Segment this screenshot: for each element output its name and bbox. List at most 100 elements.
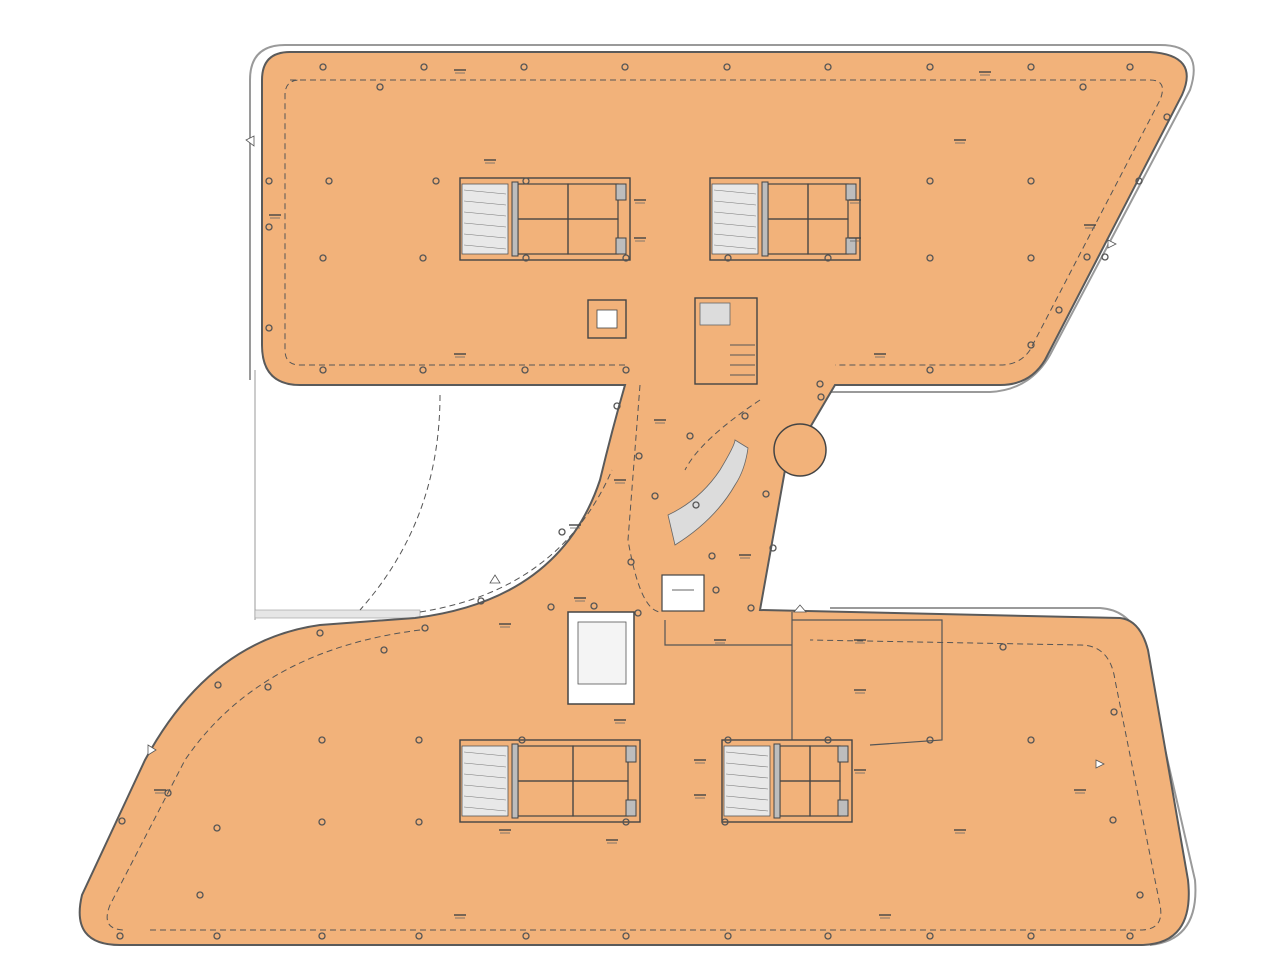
structural-column-icon	[622, 366, 630, 374]
core-block	[459, 739, 641, 823]
structural-column-icon	[419, 254, 427, 262]
elevator-lobby	[661, 574, 705, 612]
structural-column-icon	[816, 380, 824, 388]
structural-column-icon	[708, 552, 716, 560]
stair-tread	[463, 233, 507, 239]
structural-column-icon	[622, 932, 630, 940]
core-stair	[461, 183, 509, 255]
structural-column-icon	[926, 63, 934, 71]
structural-column-icon	[415, 932, 423, 940]
drawing-note	[849, 237, 861, 242]
drawing-note	[499, 623, 511, 628]
structural-column-icon	[1101, 253, 1109, 261]
structural-column-icon	[747, 604, 755, 612]
structural-column-icon	[265, 177, 273, 185]
structural-column-icon	[999, 643, 1007, 651]
building-cores	[459, 177, 861, 823]
core-block	[721, 739, 853, 823]
drawing-note	[854, 639, 866, 644]
structural-column-icon	[1126, 63, 1134, 71]
core-wall	[615, 237, 627, 255]
drawing-note	[614, 719, 626, 724]
structural-column-icon	[376, 83, 384, 91]
drawing-note	[874, 353, 886, 358]
drawing-note	[269, 214, 281, 219]
drawing-note	[954, 139, 966, 144]
structural-column-icon	[380, 646, 388, 654]
structural-column-icon	[522, 177, 530, 185]
structural-column-icon	[522, 932, 530, 940]
core-stair	[461, 745, 509, 817]
structural-column-icon	[926, 177, 934, 185]
structural-column-icon	[926, 736, 934, 744]
structural-column-icon	[1163, 113, 1171, 121]
structural-column-icon	[824, 932, 832, 940]
structural-column-icon	[1027, 63, 1035, 71]
structural-column-icon	[325, 177, 333, 185]
structural-column-icon	[1109, 816, 1117, 824]
core-wall	[845, 183, 857, 201]
structural-column-icon	[265, 223, 273, 231]
stair-tread	[713, 222, 757, 228]
structural-column-icon	[1079, 83, 1087, 91]
structural-column-icon	[686, 432, 694, 440]
outer-wall-lower	[830, 607, 1197, 946]
partition-lines	[664, 612, 943, 746]
structural-column-icon	[420, 63, 428, 71]
structural-column-icon	[1110, 708, 1118, 716]
structural-column-icon	[1083, 253, 1091, 261]
drawing-note	[714, 639, 726, 644]
structural-column-icon	[590, 602, 598, 610]
dashed-perimeter-lower	[106, 629, 1162, 931]
structural-column-icon	[724, 932, 732, 940]
stair-tread	[463, 200, 507, 206]
stair-tread	[725, 773, 769, 779]
shaft-upper-left-inner	[596, 309, 618, 329]
stair-tread	[463, 806, 507, 812]
structural-column-icon	[724, 254, 732, 262]
stair-tread	[463, 222, 507, 228]
structural-column-icon	[520, 63, 528, 71]
structural-column-icon	[196, 891, 204, 899]
stair-tread	[725, 751, 769, 757]
drawing-note	[154, 789, 166, 794]
core-block	[459, 177, 631, 261]
stair-tread	[463, 795, 507, 801]
drawing-note	[454, 69, 466, 74]
structural-column-icon	[415, 736, 423, 744]
structural-column-icon	[723, 63, 731, 71]
drawing-note	[454, 914, 466, 919]
structural-column-icon	[824, 63, 832, 71]
structural-column-icon	[926, 366, 934, 374]
structural-column-icon	[762, 490, 770, 498]
structural-column-icon	[318, 818, 326, 826]
core-block	[709, 177, 861, 261]
drawing-note	[979, 71, 991, 76]
dashed-perimeter-upper	[284, 79, 1163, 366]
structural-column-icon	[1027, 932, 1035, 940]
stair-tread	[713, 211, 757, 217]
structural-column-icon	[622, 818, 630, 826]
core-wall	[761, 181, 769, 257]
drawing-note	[654, 419, 666, 424]
structural-column-icon	[477, 597, 485, 605]
dashed-curve-left	[419, 469, 613, 613]
drawing-note	[739, 554, 751, 559]
drawing-note	[954, 829, 966, 834]
drawing-note	[879, 914, 891, 919]
stair-core-lower-inner	[577, 621, 627, 685]
structural-column-icon	[547, 603, 555, 611]
drawing-note	[1084, 224, 1096, 229]
structural-column-icon	[1135, 177, 1143, 185]
structural-column-icon	[318, 932, 326, 940]
structural-column-icon	[621, 63, 629, 71]
structural-column-icon	[613, 402, 621, 410]
structural-column-icon	[741, 412, 749, 420]
structural-column-icon	[769, 544, 777, 552]
stair-tread	[463, 244, 507, 250]
drawing-note	[606, 839, 618, 844]
structural-column-icon	[116, 932, 124, 940]
core-wall	[615, 183, 627, 201]
structural-column-icon	[1027, 177, 1035, 185]
round-kiosk	[773, 423, 827, 477]
